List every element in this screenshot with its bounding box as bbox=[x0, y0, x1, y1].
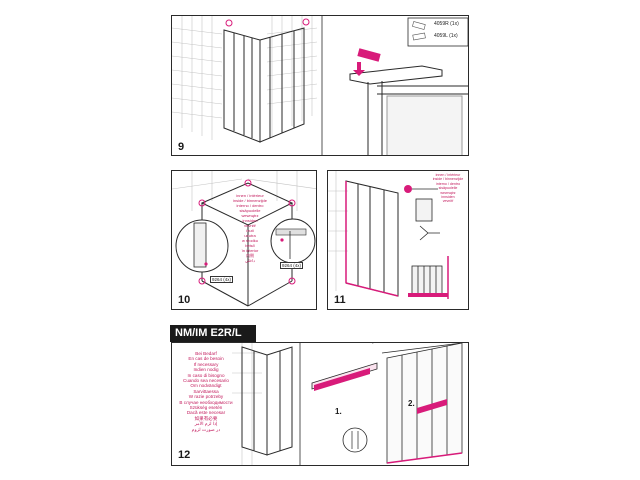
step-10-panel: innen / intérieur inside / binnenzijde i… bbox=[171, 170, 317, 310]
need-text: Bei Bedarf bbox=[195, 351, 217, 356]
need-text: W razie potrzeby bbox=[188, 394, 224, 400]
part-label-9264-right: 9264 (4x) bbox=[280, 262, 304, 269]
inside-text: unutra bbox=[244, 233, 256, 238]
inside-translations: innen / intérieur inside / binnenzijde i… bbox=[230, 193, 270, 263]
part-label-9264-left: 9264 (4x) bbox=[210, 276, 234, 283]
step-number-10: 10 bbox=[178, 294, 191, 306]
part-label-4059r: 4059R (1x) bbox=[434, 21, 459, 27]
inside-text: inuti bbox=[246, 228, 254, 233]
need-text: Sarvittaessa bbox=[193, 388, 219, 394]
inside-text: wewnątrz bbox=[241, 213, 259, 218]
step-9-drawing bbox=[172, 16, 468, 155]
inside-text: wewnątrz bbox=[440, 190, 456, 195]
need-text: En cas de besoin bbox=[188, 356, 224, 362]
step-11-panel: innen / intérieur inside / binnenzijde i… bbox=[327, 170, 469, 310]
inside-text: în interior bbox=[241, 248, 259, 253]
step-number-11: 11 bbox=[334, 294, 346, 306]
need-text: Indien nodig bbox=[193, 367, 219, 373]
inside-text: innen / intérieur bbox=[435, 173, 461, 177]
inside-text: interno / dentro bbox=[435, 181, 461, 186]
need-text: 如果有必要 bbox=[194, 415, 218, 421]
part-label-4059l: 4059L (1x) bbox=[434, 33, 458, 39]
need-text: В случае необходимости bbox=[179, 399, 233, 405]
inside-text: innen / intérieur bbox=[236, 193, 264, 198]
need-text: إذا لزم الأمر bbox=[194, 421, 218, 427]
need-text: Cuando sea necesario bbox=[183, 378, 229, 384]
need-text: Om nodvändigt bbox=[190, 383, 222, 389]
step-12-drawing bbox=[232, 343, 463, 465]
step-number-9: 9 bbox=[178, 141, 185, 153]
step-9-panel: 4059R (1x) 4059L (1x) 9 bbox=[171, 15, 469, 156]
need-text: If necessary bbox=[193, 361, 219, 367]
step-10-drawing bbox=[172, 171, 316, 307]
inside-text: interno / dentro bbox=[236, 203, 264, 208]
inside-text: vevnitř bbox=[244, 223, 256, 228]
inside-text: inside / binnenzijde bbox=[232, 198, 268, 203]
inside-text: vevnitř bbox=[442, 199, 454, 204]
inside-text: innsiden bbox=[242, 218, 258, 223]
callout-2: 2. bbox=[408, 399, 415, 408]
if-necessary-translations: Bei Bedarf En cas de besoin If necessary… bbox=[176, 351, 236, 432]
inside-text: داخلي bbox=[244, 258, 256, 263]
need-text: در صورت لزوم bbox=[191, 426, 221, 432]
step-11-drawing bbox=[328, 171, 449, 299]
inside-text: sisäpuolelle bbox=[239, 208, 261, 213]
inside-text: inside / binnenzijde bbox=[432, 177, 464, 182]
model-badge: NM/IM E2R/L bbox=[170, 325, 256, 342]
step-12-panel: 1. 2. Bei Bedarf En cas de besoin If nec… bbox=[171, 342, 469, 466]
inside-text: w środku bbox=[241, 238, 258, 243]
inside-text: innsiden bbox=[441, 195, 455, 200]
step-number-12: 12 bbox=[178, 449, 191, 461]
inside-text: 内侧 bbox=[246, 253, 254, 258]
need-text: Szükség esetén bbox=[189, 405, 223, 411]
inside-text: belső bbox=[245, 243, 255, 248]
inside-text: sisäpuolelle bbox=[438, 186, 458, 191]
callout-1: 1. bbox=[335, 407, 342, 416]
need-text: Dacă este necesar bbox=[186, 410, 226, 416]
need-text: In caso di bisogno bbox=[187, 372, 225, 378]
inside-translations-11: innen / intérieur inside / binnenzijde i… bbox=[428, 173, 468, 204]
